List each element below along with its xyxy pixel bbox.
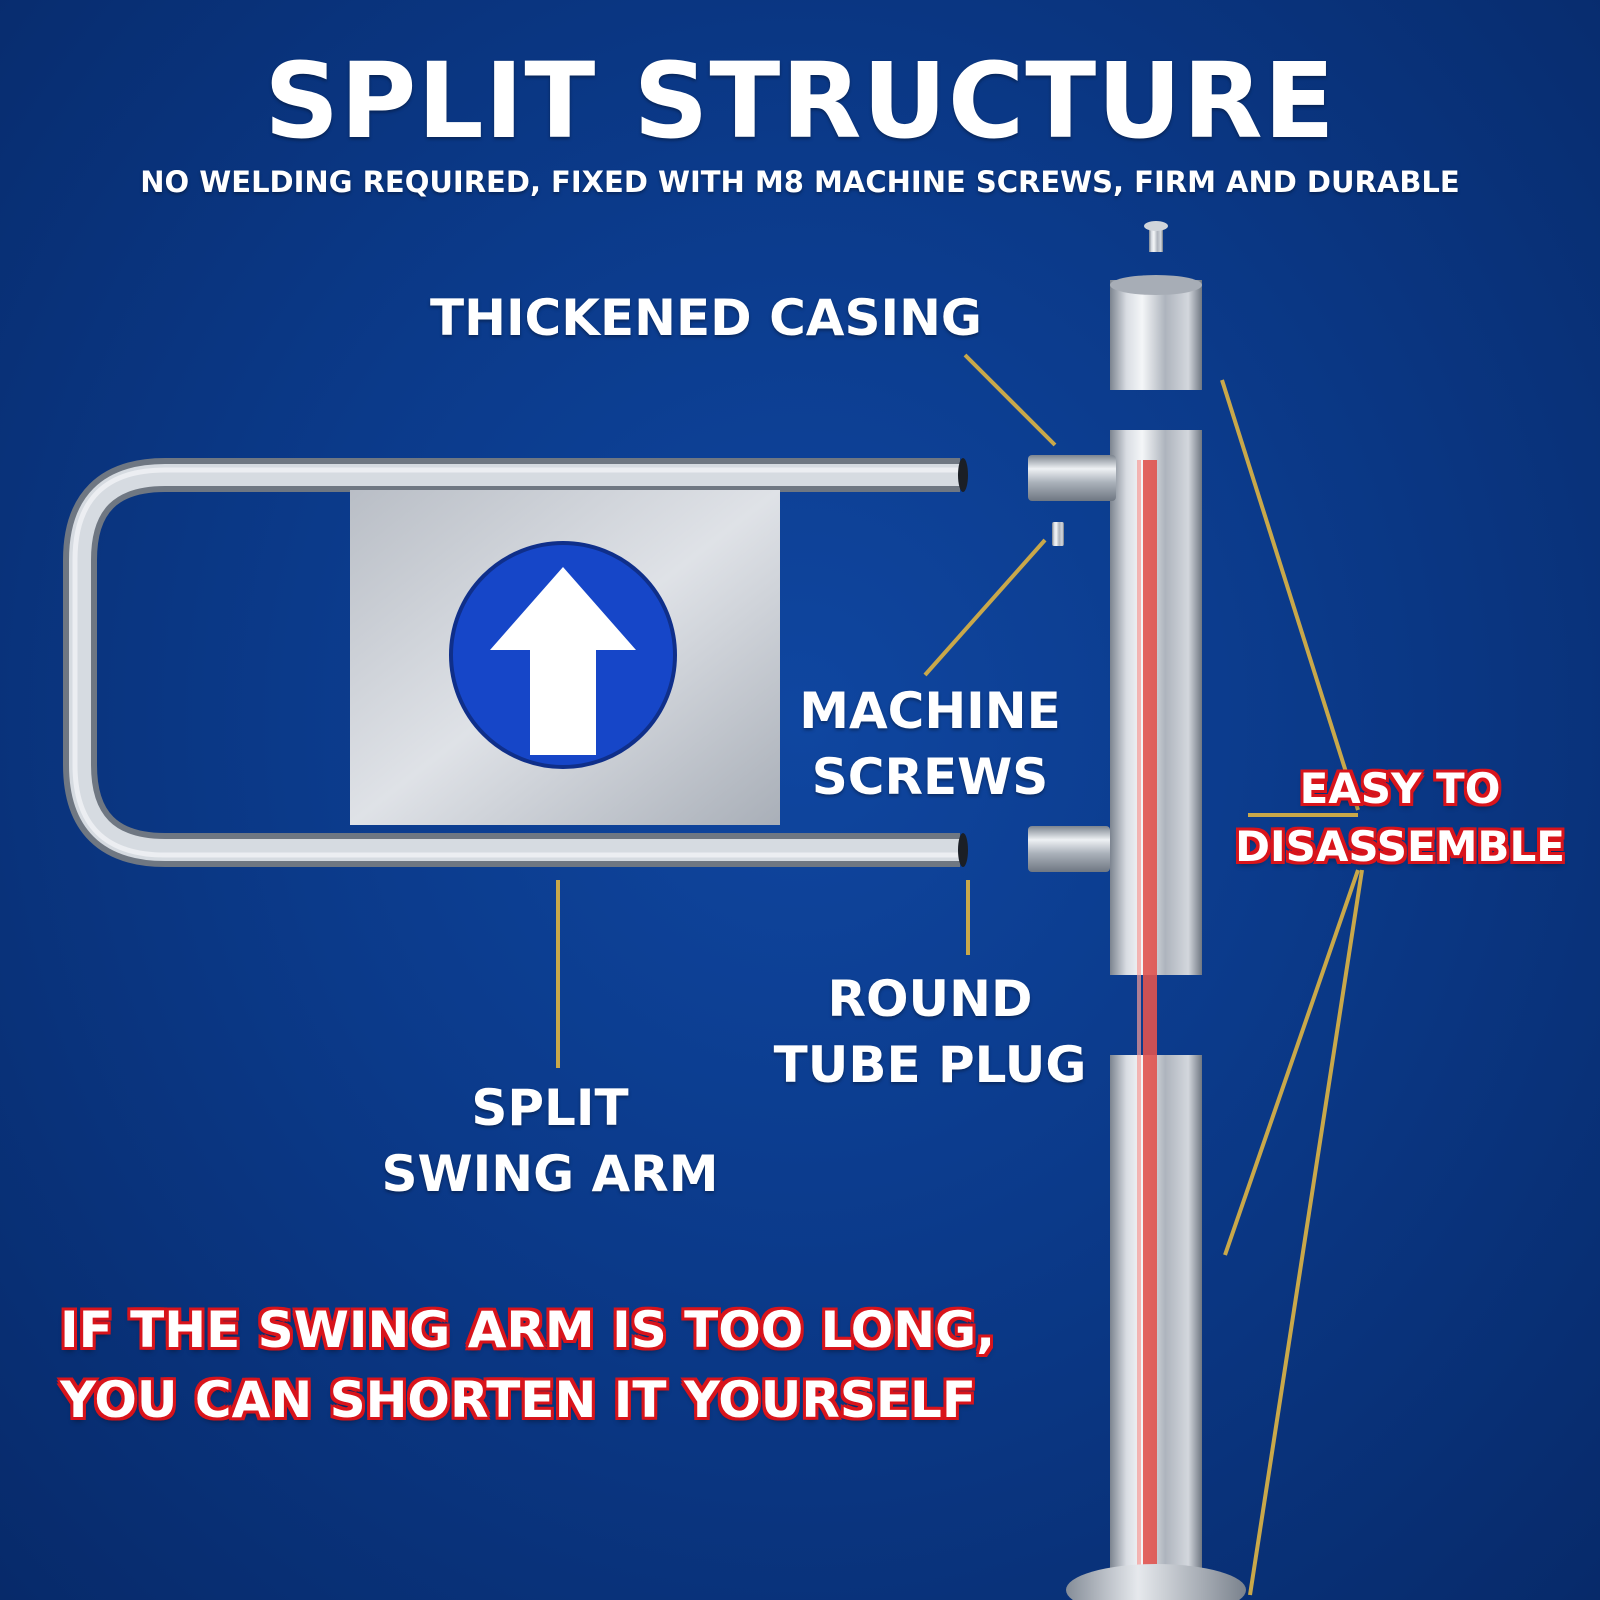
label-split-swing-arm-line2: SWING ARM — [381, 1145, 719, 1203]
pole-base — [1066, 1564, 1246, 1600]
leader-lines — [556, 353, 1364, 1596]
label-machine-screws-line1: MACHINE — [799, 682, 1061, 740]
cap-screw — [1149, 228, 1163, 252]
label-round-tube-plug: ROUND TUBE PLUG — [770, 966, 1090, 1098]
label-easy-line2: DISASSEMBLE — [1235, 822, 1565, 871]
label-split-swing-arm-line1: SPLIT — [471, 1079, 629, 1137]
label-split-swing-arm: SPLIT SWING ARM — [380, 1075, 720, 1207]
split-swing-arm — [63, 458, 968, 867]
label-easy-to-disassemble: EASY TO DISASSEMBLE — [1210, 760, 1590, 876]
shorten-note-line1: IF THE SWING ARM IS TOO LONG, — [60, 1301, 996, 1359]
label-machine-screws: MACHINE SCREWS — [780, 678, 1080, 810]
pole — [1066, 221, 1246, 1600]
thickened-casing — [1110, 280, 1202, 390]
pole-stripe — [1143, 460, 1157, 1600]
shorten-note-line2: YOU CAN SHORTEN IT YOURSELF — [60, 1371, 977, 1429]
machine-screw — [1052, 522, 1064, 546]
label-round-tube-plug-line2: TUBE PLUG — [773, 1036, 1087, 1094]
shorten-note: IF THE SWING ARM IS TOO LONG, YOU CAN SH… — [60, 1295, 1120, 1435]
up-arrow-icon — [449, 541, 677, 769]
round-tube-plug — [1028, 455, 1116, 872]
label-round-tube-plug-line1: ROUND — [827, 970, 1033, 1028]
label-easy-line1: EASY TO — [1299, 764, 1501, 813]
page-title: SPLIT STRUCTURE — [264, 40, 1336, 162]
label-machine-screws-line2: SCREWS — [811, 748, 1049, 806]
page-subtitle: NO WELDING REQUIRED, FIXED WITH M8 MACHI… — [140, 165, 1460, 199]
label-thickened-casing: THICKENED CASING — [430, 289, 982, 347]
